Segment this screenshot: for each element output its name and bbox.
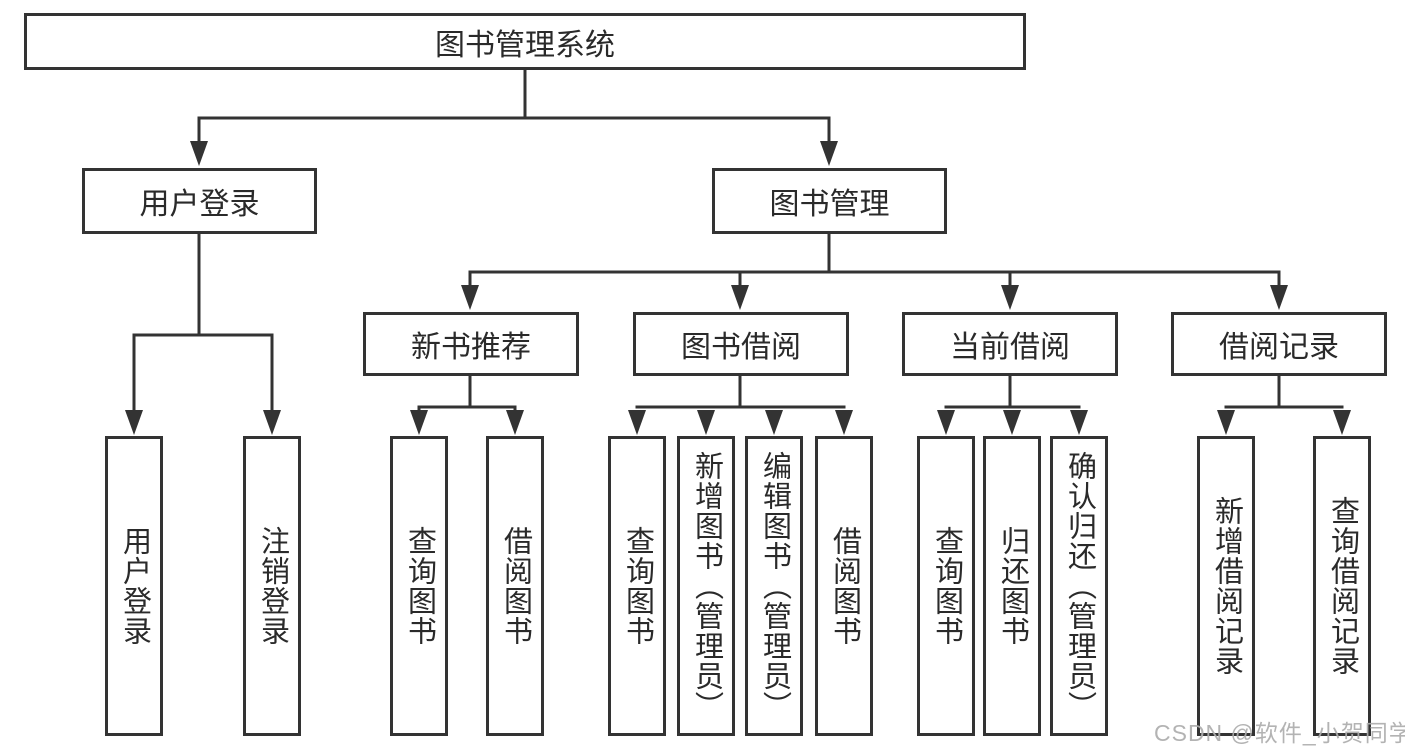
node-user-login: 用户登录: [82, 168, 317, 234]
leaf-return-books: 归还图书: [983, 436, 1041, 736]
node-borrow-records: 借阅记录: [1171, 312, 1387, 376]
node-book-management: 图书管理: [712, 168, 947, 234]
leaf-borrow-books-recommend: 借阅图书: [486, 436, 544, 736]
leaf-add-borrow-record: 新增借阅记录: [1197, 436, 1255, 736]
node-new-book-recommend: 新书推荐: [363, 312, 579, 376]
edge-root-to-level2: [190, 68, 838, 166]
csdn-watermark: CSDN @软件_小贺同学: [1154, 720, 1405, 746]
edge-user-login-to-leaves: [125, 232, 281, 435]
leaf-user-login: 用户登录: [105, 436, 163, 736]
node-current-borrow: 当前借阅: [902, 312, 1118, 376]
edge-current-borrow-to-leaves: [937, 374, 1088, 435]
leaf-add-book-admin: 新增图书（管理员）: [677, 436, 735, 736]
leaf-query-borrow-record: 查询借阅记录: [1313, 436, 1371, 736]
leaf-query-books-current: 查询图书: [917, 436, 975, 736]
leaf-borrow-books: 借阅图书: [815, 436, 873, 736]
edge-book-borrow-to-leaves: [628, 374, 853, 435]
node-root-library-system: 图书管理系统: [24, 13, 1026, 70]
edge-new-book-recommend-to-leaves: [410, 374, 524, 435]
leaf-confirm-return-admin: 确认归还（管理员）: [1050, 436, 1108, 736]
leaf-query-books-borrow: 查询图书: [608, 436, 666, 736]
edge-book-management-to-level3: [461, 232, 1288, 310]
leaf-edit-book-admin: 编辑图书（管理员）: [745, 436, 803, 736]
leaf-logout: 注销登录: [243, 436, 301, 736]
node-book-borrow: 图书借阅: [633, 312, 849, 376]
edge-borrow-records-to-leaves: [1217, 374, 1351, 435]
leaf-query-books-recommend: 查询图书: [390, 436, 448, 736]
